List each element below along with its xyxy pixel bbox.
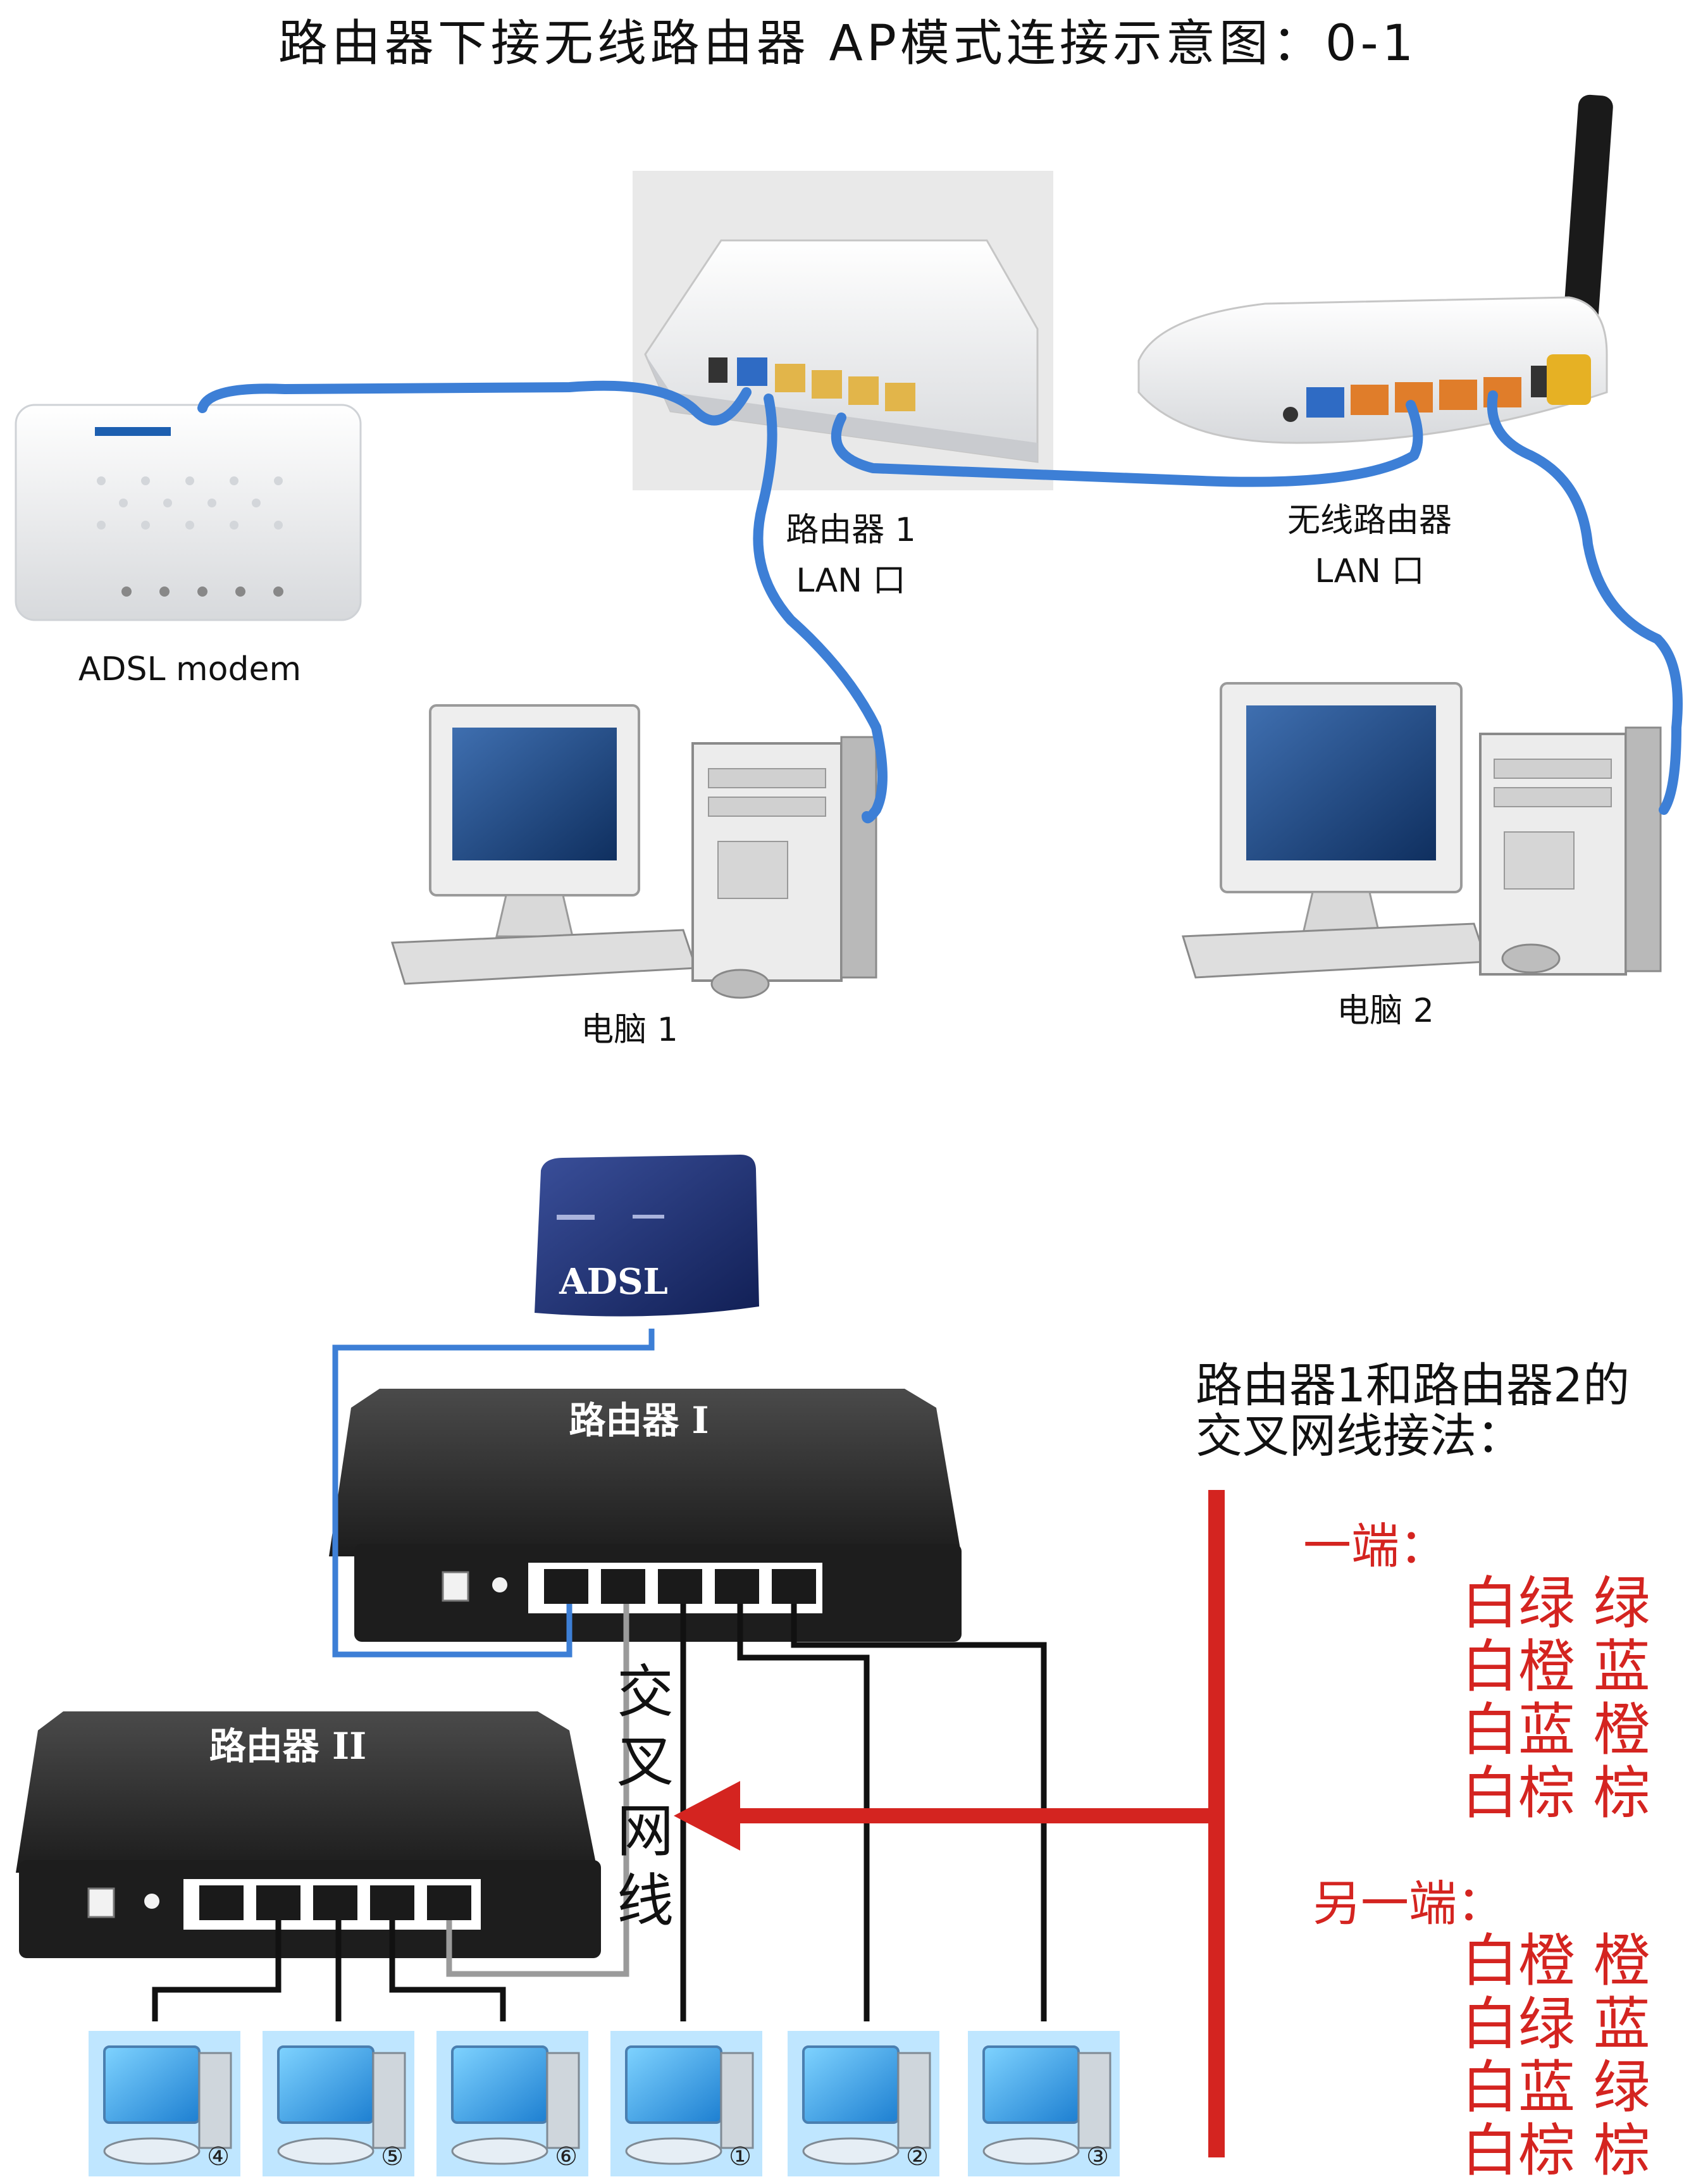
router-ii-device <box>16 1711 601 1958</box>
wireless-router-label-1: 无线路由器 <box>1287 502 1452 540</box>
crossover-heading-2: 交叉网线接法： <box>1196 1409 1523 1463</box>
end-b-row-3: 白蓝 绿 <box>1461 2054 1650 2121</box>
pc-number-label: ⑥ <box>555 2142 578 2171</box>
end-a-row-2: 白橙 蓝 <box>1461 1634 1650 1700</box>
adsl-box-device <box>535 1155 759 1317</box>
router-1-label-2: LAN 口 <box>796 562 905 600</box>
pc-icon <box>89 2031 240 2176</box>
router-1-device <box>633 171 1053 490</box>
top-cables <box>197 380 1683 824</box>
pc-1-label: 电脑 1 <box>581 1011 678 1049</box>
crossover-char-3: 网 <box>617 1798 674 1864</box>
diagram-title: 路由器下接无线路由器 AP模式连接示意图：0-1 <box>278 15 1418 72</box>
red-pointer-arrow <box>674 1490 1225 2157</box>
end-b-row-2: 白绿 蓝 <box>1461 1991 1650 2057</box>
pc-2-device <box>1181 682 1662 979</box>
end-b-row-4: 白棕 棕 <box>1461 2118 1650 2184</box>
router-i-device <box>329 1389 962 1642</box>
crossover-char-4: 线 <box>617 1868 674 1934</box>
pc-number-label: ④ <box>207 2142 230 2171</box>
pc-icon <box>788 2031 939 2176</box>
end-b-title: 另一端： <box>1313 1875 1505 1932</box>
crossover-char-2: 叉 <box>617 1728 674 1795</box>
crossover-heading-1: 路由器1和路由器2的 <box>1196 1358 1630 1413</box>
pc-2-label: 电脑 2 <box>1337 992 1434 1030</box>
wireless-router-label-2: LAN 口 <box>1315 552 1424 590</box>
router-i-label: 路由器 I <box>569 1399 709 1442</box>
pc-1-device <box>390 704 877 999</box>
pc-icon <box>436 2031 588 2176</box>
logo-badge-icon <box>1547 354 1591 405</box>
end-a-row-3: 白蓝 橙 <box>1461 1697 1650 1763</box>
adsl-box-label: ADSL <box>559 1261 668 1303</box>
router-1-label-1: 路由器 1 <box>786 511 916 549</box>
pc-number-label: ① <box>729 2142 752 2171</box>
pc-number-label: ⑤ <box>381 2142 404 2171</box>
bottom-wires <box>152 1329 1047 2021</box>
end-a-row-1: 白绿 绿 <box>1461 1570 1650 1637</box>
pc-icon <box>263 2031 414 2176</box>
adsl-modem-device <box>15 404 362 621</box>
wireless-router-device <box>1137 94 1613 444</box>
pc-icon <box>610 2031 762 2176</box>
bottom-pcs <box>89 2031 1120 2176</box>
router-1-wan-port <box>737 357 767 386</box>
pc-number-label: ② <box>906 2142 929 2171</box>
end-b-row-1: 白橙 橙 <box>1461 1928 1650 1994</box>
end-a-row-4: 白棕 棕 <box>1461 1760 1650 1827</box>
router-ii-label: 路由器 II <box>209 1725 366 1768</box>
crossover-char-1: 交 <box>617 1659 674 1725</box>
end-a-title: 一端： <box>1303 1518 1447 1574</box>
pc-number-label: ③ <box>1086 2142 1109 2171</box>
pc-icon <box>968 2031 1120 2176</box>
adsl-modem-label: ADSL modem <box>78 650 301 688</box>
